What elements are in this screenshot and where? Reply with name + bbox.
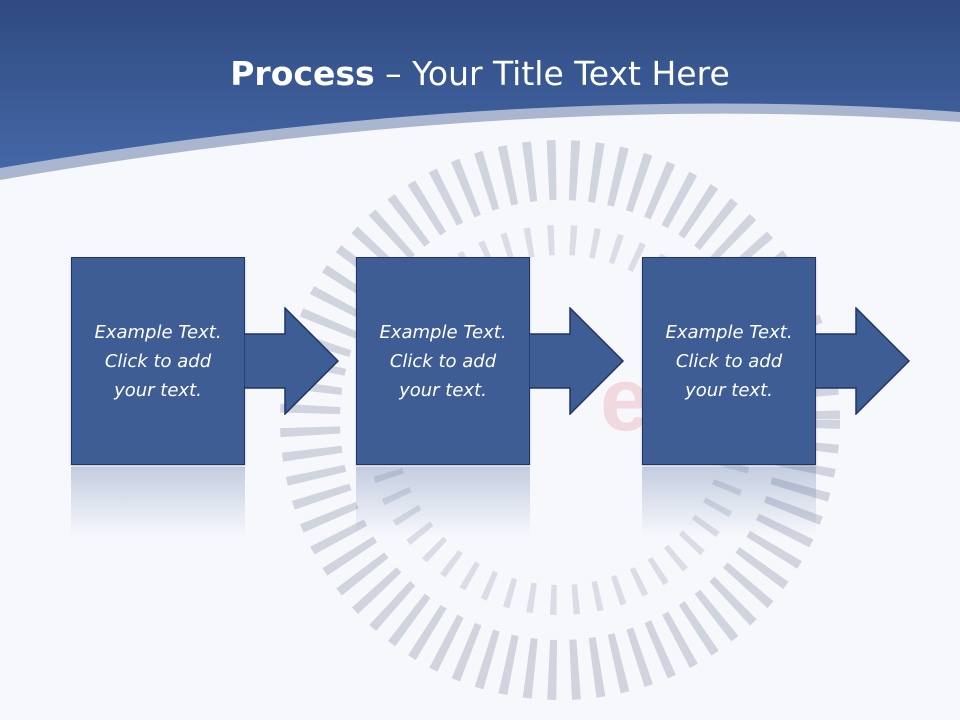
process-step-3[interactable]: Example Text. Click to add your text. [642, 257, 816, 465]
step-1-line-2: Click to add [104, 350, 212, 372]
step-2-line-1: Example Text. [379, 321, 507, 343]
title-bold: Process [230, 54, 375, 93]
step-2-line-2: Click to add [389, 350, 497, 372]
step-2-reflection [356, 467, 530, 537]
slide-title: Process – Your Title Text Here [0, 52, 960, 96]
step-3-line-1: Example Text. [665, 321, 793, 343]
step-3-reflection [642, 467, 816, 537]
arrow-right-icon [244, 307, 340, 415]
step-1-line-3: your text. [114, 379, 202, 401]
process-step-2[interactable]: Example Text. Click to add your text. [356, 257, 530, 465]
process-step-1[interactable]: Example Text. Click to add your text. [71, 257, 245, 465]
step-2-line-3: your text. [399, 379, 487, 401]
step-1-reflection [71, 467, 245, 537]
step-1-line-1: Example Text. [94, 321, 222, 343]
step-3-line-2: Click to add [675, 350, 783, 372]
step-3-line-3: your text. [685, 379, 773, 401]
arrow-right-icon [815, 307, 911, 415]
title-rest: – Your Title Text Here [385, 54, 730, 93]
arrow-right-icon [529, 307, 625, 415]
